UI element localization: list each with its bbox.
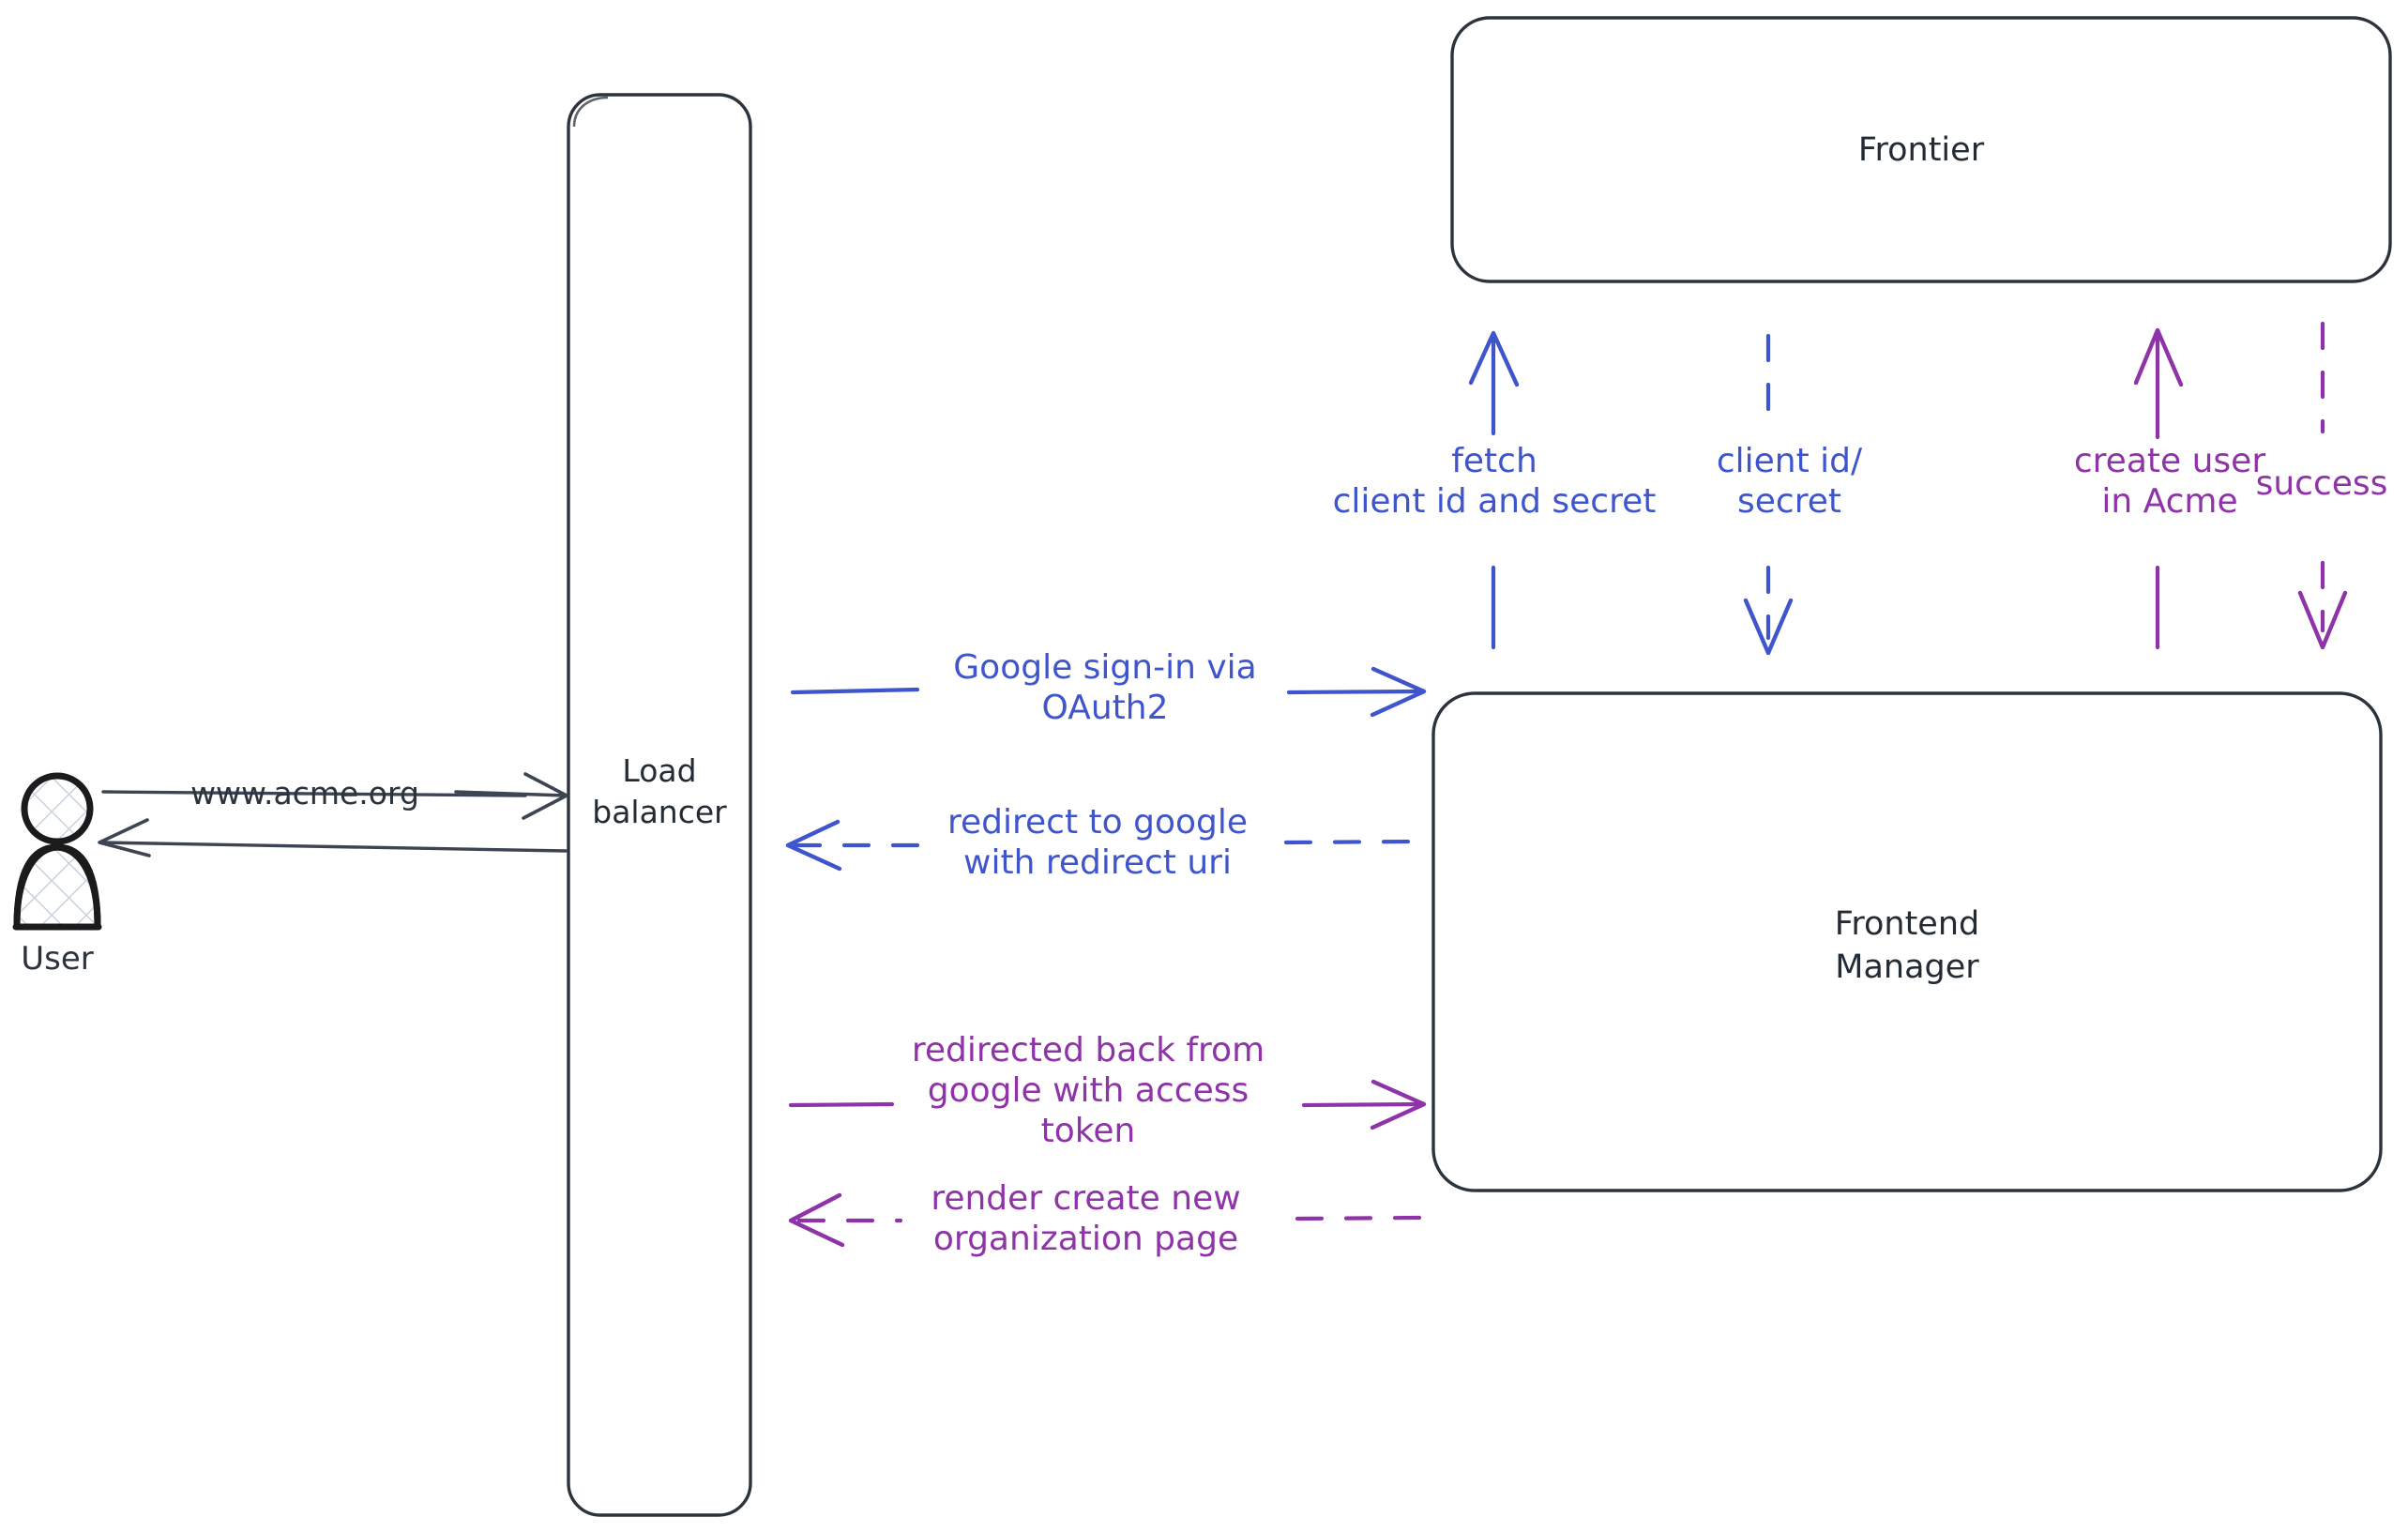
edge-render-create-org [788,1192,1422,1248]
edge-google-signin [790,666,1427,718]
edge-load-balancer-to-user [98,818,568,857]
person-icon [12,772,102,931]
edge-user-to-load-balancer [101,772,568,820]
edge-redirected-back [788,1079,1427,1130]
edge-redirect-to-google [785,819,1422,872]
frontend-manager-box[interactable] [1431,691,2383,1192]
edge-client-id-secret-response [1743,333,1794,656]
edge-create-user-success [2297,321,2348,650]
frontier-box[interactable] [1450,16,2392,283]
edge-fetch-client-id-secret [1468,330,1520,650]
edge-create-user-in-acme [2133,327,2184,650]
load-balancer-box[interactable] [567,93,752,1517]
